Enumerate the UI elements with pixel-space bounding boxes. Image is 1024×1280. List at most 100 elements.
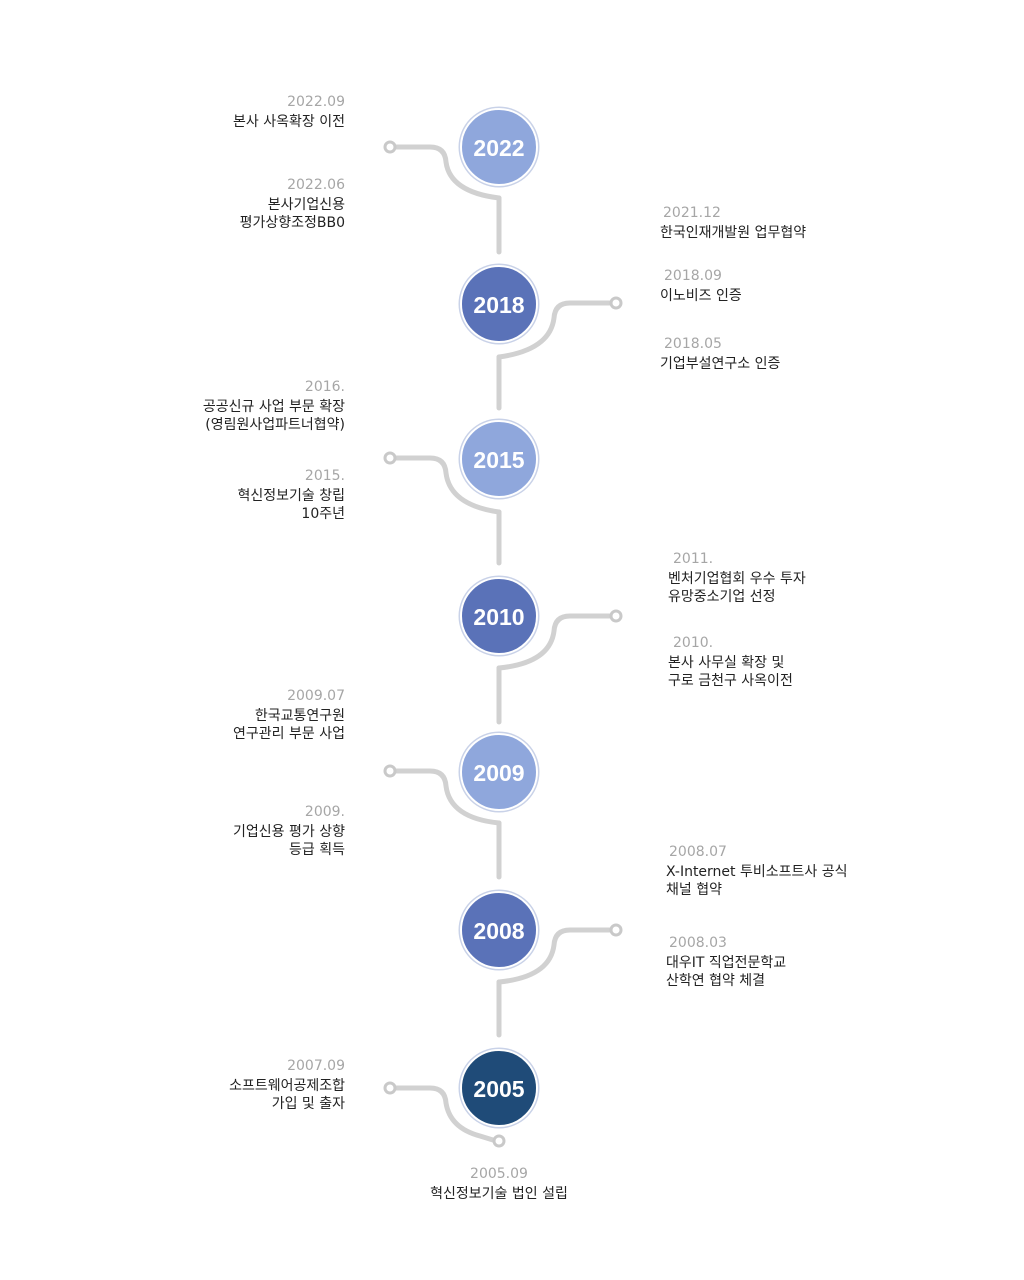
year-label: 2015 xyxy=(473,446,525,473)
event-2015: 2015. 혁신정보기술 창립 10주년 xyxy=(85,466,346,523)
event-line: 10주년 xyxy=(301,506,345,522)
year-label: 2005 xyxy=(473,1075,525,1102)
event-2007-09: 2007.09 소프트웨어공제조합 가입 및 출자 xyxy=(85,1056,345,1113)
event-line: 본사 사옥확장 이전 xyxy=(233,114,345,130)
event-date: 2008.07 xyxy=(669,844,727,860)
event-2008-07: 2008.07 X-Internet 투비소프트사 공식 채널 협약 xyxy=(666,842,926,899)
year-label: 2022 xyxy=(473,134,525,161)
year-label: 2010 xyxy=(473,603,525,630)
event-date: 2005.09 xyxy=(470,1166,528,1182)
event-line: 기업신용 평가 상향 xyxy=(233,824,345,840)
year-node-2015: 2015 xyxy=(460,420,538,498)
event-2016: 2016. 공공신규 사업 부문 확장 (영림원사업파트너협약) xyxy=(85,377,345,434)
event-2018-09: 2018.09 이노비즈 인증 xyxy=(660,266,920,305)
event-2011: 2011. 벤처기업협회 우수 투자 유망중소기업 선정 xyxy=(668,549,928,606)
event-2022-06: 2022.06 본사기업신용 평가상향조정BB0 xyxy=(85,175,345,232)
event-2018-05: 2018.05 기업부설연구소 인증 xyxy=(660,334,920,373)
year-label: 2018 xyxy=(473,291,525,318)
year-node-2005: 2005 xyxy=(460,1049,538,1127)
event-2010: 2010. 본사 사무실 확장 및 구로 금천구 사옥이전 xyxy=(668,633,928,690)
connector-dot xyxy=(383,764,397,778)
branch-left-2015 xyxy=(392,455,502,515)
event-line: 한국교통연구원 xyxy=(254,708,345,724)
event-date: 2010. xyxy=(673,635,714,651)
event-date: 2011. xyxy=(673,551,714,567)
event-line: 벤처기업협회 우수 투자 xyxy=(668,571,806,587)
event-description: 이노비즈 인증 xyxy=(660,287,920,305)
branch-left-2009 xyxy=(392,768,502,826)
event-description: 기업부설연구소 인증 xyxy=(660,355,920,373)
event-line: 산학연 협약 체결 xyxy=(666,973,766,989)
event-2022-09: 2022.09 본사 사옥확장 이전 xyxy=(85,92,345,131)
event-description: 한국교통연구원 연구관리 부문 사업 xyxy=(85,707,345,743)
year-label: 2008 xyxy=(473,917,525,944)
event-line: 이노비즈 인증 xyxy=(660,288,742,304)
event-line: 본사기업신용 xyxy=(267,197,345,213)
event-date: 2021.12 xyxy=(663,205,721,221)
branch-left-2005 xyxy=(392,1085,496,1143)
event-date: 2009. xyxy=(304,804,345,820)
event-line: (영림원사업파트너협약) xyxy=(205,417,345,433)
year-node-2010: 2010 xyxy=(460,577,538,655)
event-line: 본사 사무실 확장 및 xyxy=(668,655,785,671)
event-line: 가입 및 출자 xyxy=(271,1096,345,1112)
event-line: 평가상향조정BB0 xyxy=(239,215,345,231)
event-description: 혁신정보기술 창립 10주년 xyxy=(85,487,346,523)
branch-right-2010 xyxy=(496,613,613,671)
event-date: 2007.09 xyxy=(287,1058,345,1074)
connector-dot xyxy=(383,1081,397,1095)
event-2005-09: 2005.09 혁신정보기술 법인 설립 xyxy=(369,1164,629,1203)
event-line: 등급 획득 xyxy=(289,842,345,858)
event-line: 구로 금천구 사옥이전 xyxy=(668,673,793,689)
connector-dot xyxy=(383,451,397,465)
connector-dot xyxy=(609,609,623,623)
connector-dot xyxy=(492,1134,506,1148)
event-date: 2022.09 xyxy=(287,94,345,110)
event-description: X-Internet 투비소프트사 공식 채널 협약 xyxy=(666,863,926,899)
event-line: 혁신정보기술 창립 xyxy=(237,488,346,504)
year-node-2008: 2008 xyxy=(460,891,538,969)
branch-left-2022 xyxy=(392,144,502,201)
year-node-2009: 2009 xyxy=(460,733,538,811)
event-description: 한국인재개발원 업무협약 xyxy=(660,224,920,242)
event-description: 공공신규 사업 부문 확장 (영림원사업파트너협약) xyxy=(85,398,345,434)
branch-right-2008 xyxy=(496,927,613,985)
event-line: 대우IT 직업전문학교 xyxy=(666,955,787,971)
event-line: 연구관리 부문 사업 xyxy=(233,726,345,742)
event-description: 소프트웨어공제조합 가입 및 출자 xyxy=(85,1077,345,1113)
event-date: 2009.07 xyxy=(287,688,345,704)
event-description: 본사 사옥확장 이전 xyxy=(85,113,345,131)
event-line: 채널 협약 xyxy=(666,882,722,898)
year-node-2018: 2018 xyxy=(460,265,538,343)
event-line: 혁신정보기술 법인 설립 xyxy=(430,1186,568,1202)
event-date: 2016. xyxy=(304,379,345,395)
branch-right-2018 xyxy=(496,300,613,360)
year-node-2022: 2022 xyxy=(460,108,538,186)
event-line: 공공신규 사업 부문 확장 xyxy=(202,399,345,415)
event-line: 한국인재개발원 업무협약 xyxy=(660,225,807,241)
event-line: 기업부설연구소 인증 xyxy=(660,356,781,372)
connector-dot xyxy=(609,923,623,937)
event-date: 2008.03 xyxy=(669,935,727,951)
event-description: 기업신용 평가 상향 등급 획득 xyxy=(85,823,345,859)
event-date: 2015. xyxy=(304,468,345,484)
connector-dot xyxy=(383,140,397,154)
connector-dot xyxy=(609,296,623,310)
event-2008-03: 2008.03 대우IT 직업전문학교 산학연 협약 체결 xyxy=(666,933,926,990)
event-description: 대우IT 직업전문학교 산학연 협약 체결 xyxy=(666,954,926,990)
event-line: 유망중소기업 선정 xyxy=(668,589,776,605)
event-2021-12: 2021.12 한국인재개발원 업무협약 xyxy=(660,203,920,242)
event-2009-07: 2009.07 한국교통연구원 연구관리 부문 사업 xyxy=(85,686,345,743)
event-date: 2018.05 xyxy=(664,336,722,352)
event-date: 2018.09 xyxy=(664,268,722,284)
event-description: 본사 사무실 확장 및 구로 금천구 사옥이전 xyxy=(668,654,928,690)
event-description: 벤처기업협회 우수 투자 유망중소기업 선정 xyxy=(668,570,928,606)
event-date: 2022.06 xyxy=(287,177,345,193)
event-description: 본사기업신용 평가상향조정BB0 xyxy=(85,196,345,232)
event-description: 혁신정보기술 법인 설립 xyxy=(369,1185,629,1203)
event-2009: 2009. 기업신용 평가 상향 등급 획득 xyxy=(85,802,345,859)
year-label: 2009 xyxy=(473,759,525,786)
event-line: 소프트웨어공제조합 xyxy=(229,1078,345,1094)
event-line: X-Internet 투비소프트사 공식 xyxy=(666,864,848,880)
